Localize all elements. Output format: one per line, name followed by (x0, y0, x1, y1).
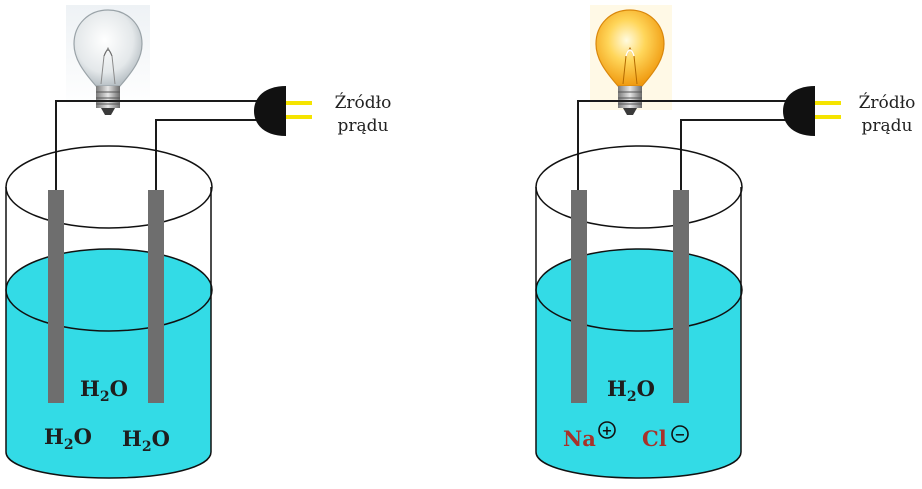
light-bulb-off-icon (73, 9, 143, 115)
electrode-right (148, 190, 164, 403)
beaker (5, 145, 213, 479)
solution-volume (536, 290, 741, 478)
power-plug-icon (254, 86, 312, 136)
power-source-label-line2: prądu (862, 116, 913, 136)
water-molecule: H2O (80, 376, 128, 405)
negative-charge-icon: − (671, 425, 689, 443)
electrode-left (48, 190, 64, 403)
solution-surface (535, 248, 743, 332)
setup-salt-solution: Źródło prądu H2O Na + Cl − (535, 5, 916, 479)
beaker-rim (535, 145, 743, 229)
power-source-label-line1: Źródło (859, 92, 916, 113)
beaker-rim (5, 145, 213, 229)
light-bulb-on-icon (595, 9, 665, 115)
setup-water: Źródło prądu H2O H2O H2O (5, 5, 392, 479)
water-molecule: H2O (607, 376, 655, 405)
water-molecule: H2O (122, 426, 170, 455)
plug-pin (286, 101, 312, 105)
water-molecule: H2O (44, 424, 92, 453)
plug-pin (815, 115, 841, 119)
plug-pin (815, 101, 841, 105)
power-source-label-line1: Źródło (335, 92, 392, 113)
electrode-left (571, 190, 587, 403)
chloride-ion: Cl (642, 426, 667, 451)
electrode-right (673, 190, 689, 403)
circuit-wires (55, 100, 260, 192)
sodium-ion: Na (563, 426, 596, 451)
ion-charge: + (602, 424, 613, 439)
circuit-wires (577, 100, 790, 192)
power-plug-icon (783, 86, 841, 136)
positive-charge-icon: + (598, 421, 616, 439)
ion-charge: − (675, 428, 686, 443)
beaker (535, 145, 743, 479)
power-source-label-line2: prądu (338, 116, 389, 136)
plug-pin (286, 115, 312, 119)
water-surface (5, 248, 213, 332)
